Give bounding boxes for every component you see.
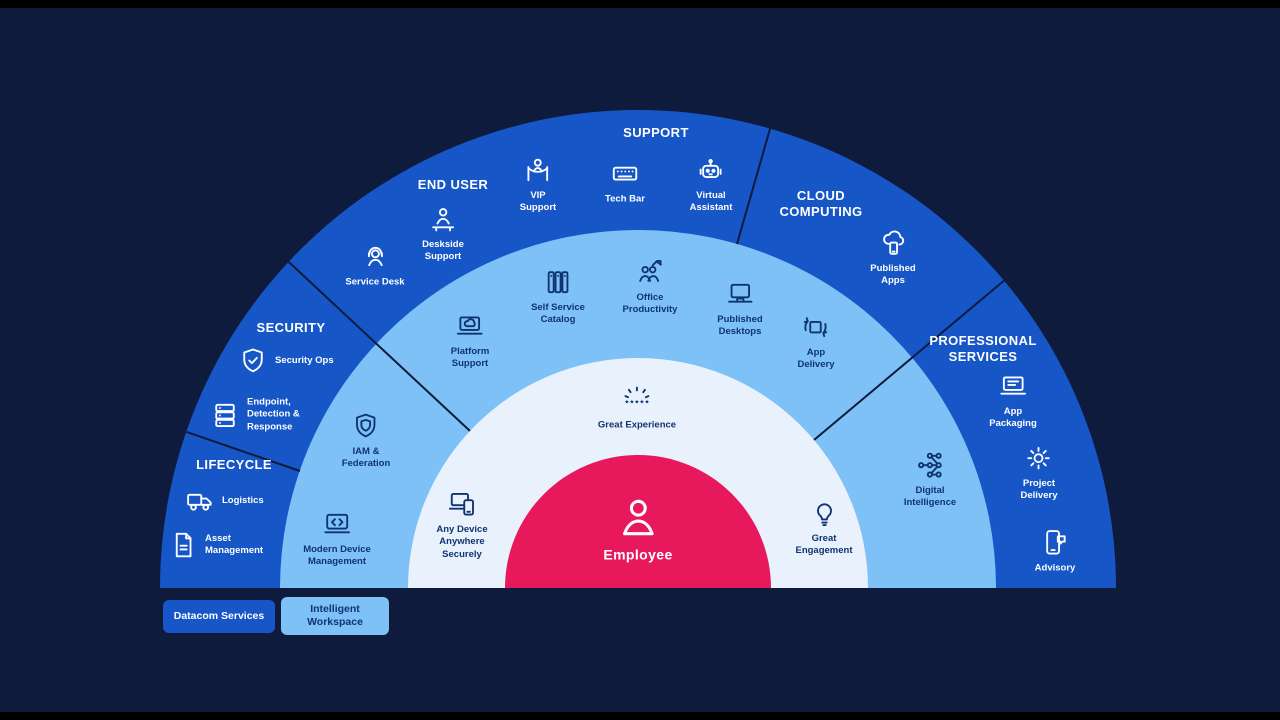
item-self-service-catalog: Self Service Catalog [531, 267, 585, 327]
item-label: Logistics [222, 494, 264, 506]
svg-text:★★★★★: ★★★★★ [624, 399, 649, 406]
item-virtual-assistant: Virtual Assistant [689, 155, 733, 215]
tech-bar-icon [610, 158, 640, 188]
people-chart-icon [635, 257, 665, 287]
shield-icon [351, 411, 381, 441]
doc-laptop-icon [998, 371, 1028, 401]
item-logistics: Logistics [185, 486, 264, 516]
section-title-professional-services: PROFESSIONAL SERVICES [929, 332, 1037, 364]
network-tree-icon [915, 450, 945, 480]
vip-support-icon [523, 155, 553, 185]
legend-button-datacom-services[interactable]: Datacom Services [163, 600, 275, 633]
item-label: Great Experience [597, 419, 677, 431]
employee-icon [615, 494, 661, 540]
bulb-icon [809, 498, 839, 528]
item-label: Virtual Assistant [689, 190, 733, 214]
shield-check-icon [238, 346, 268, 376]
virtual-assistant-icon [696, 155, 726, 185]
item-any-device-anywhere-securely: Any Device Anywhere Securely [436, 489, 488, 561]
item-label: App Delivery [797, 347, 835, 371]
item-label: Modern Device Management [303, 544, 371, 568]
item-digital-intelligence: Digital Intelligence [904, 450, 956, 510]
catalog-icon [543, 267, 573, 297]
item-label: Security Ops [275, 354, 334, 366]
item-deskside-support: Deskside Support [422, 204, 464, 264]
section-title-lifecycle: LIFECYCLE [196, 456, 272, 472]
box-arrows-icon [801, 312, 831, 342]
employee-label: Employee [603, 546, 673, 563]
item-label: Tech Bar [605, 193, 645, 205]
section-title-cloud-computing: CLOUD COMPUTING [779, 187, 863, 219]
section-title-security: SECURITY [256, 319, 326, 335]
item-label: Published Apps [870, 263, 916, 287]
service-desk-icon [360, 241, 390, 271]
item-label: Endpoint, Detection & Response [247, 396, 300, 433]
item-label: IAM & Federation [341, 446, 391, 470]
item-service-desk: Service Desk [345, 241, 405, 288]
laptop-icon [725, 279, 755, 309]
item-label: Deskside Support [422, 239, 464, 263]
server-stack-icon [210, 400, 240, 430]
published-apps-icon [878, 228, 908, 258]
item-platform-support: Platform Support [450, 311, 490, 371]
devices-icon [447, 489, 477, 519]
item-label: Advisory [1034, 562, 1076, 574]
item-label: App Packaging [989, 406, 1037, 430]
item-label: Any Device Anywhere Securely [436, 523, 488, 560]
item-label: Platform Support [450, 346, 490, 370]
item-label: Great Engagement [795, 533, 853, 557]
item-modern-device-management: Modern Device Management [303, 509, 371, 569]
item-published-desktops: Published Desktops [717, 279, 763, 339]
letterbox-top [0, 0, 1280, 8]
item-office-productivity: Office Productivity [622, 257, 678, 317]
item-great-engagement: Great Engagement [795, 498, 853, 558]
truck-icon [185, 486, 215, 516]
item-label: Project Delivery [1020, 478, 1058, 502]
item-tech-bar: Tech Bar [605, 158, 645, 205]
item-vip-support: VIP Support [520, 155, 556, 215]
item-asset-management: Asset Management [168, 530, 263, 560]
item-label: Asset Management [205, 532, 264, 556]
item-label: Published Desktops [717, 314, 763, 338]
phone-chat-icon [1040, 527, 1070, 557]
item-label: Office Productivity [622, 292, 678, 316]
stars-burst-icon: ★★★★★ [622, 384, 652, 414]
letterbox-bottom [0, 712, 1280, 720]
legend-button-intelligent-workspace[interactable]: Intelligent Workspace [281, 597, 389, 635]
gear-icon [1024, 443, 1054, 473]
item-advisory: Advisory [1034, 527, 1076, 574]
employee-center: Employee [603, 494, 672, 563]
laptop-code-icon [322, 509, 352, 539]
laptop-cloud-icon [455, 311, 485, 341]
item-published-apps: Published Apps [870, 228, 916, 288]
item-project-delivery: Project Delivery [1020, 443, 1058, 503]
doc-arrow-icon [168, 530, 198, 560]
item-security-ops: Security Ops [238, 346, 334, 376]
item-label: Self Service Catalog [531, 302, 585, 326]
item-endpoint-detection-response: Endpoint, Detection & Response [210, 396, 300, 433]
item-iam-federation: IAM & Federation [341, 411, 391, 471]
item-label: Service Desk [345, 276, 405, 288]
deskside-support-icon [428, 204, 458, 234]
item-label: VIP Support [519, 190, 557, 214]
item-label: Digital Intelligence [903, 485, 957, 509]
item-app-packaging: App Packaging [989, 371, 1037, 431]
section-title-end-user: END USER [417, 176, 489, 192]
item-great-experience: ★★★★★ Great Experience [598, 384, 676, 431]
section-title-support: SUPPORT [623, 124, 689, 140]
item-app-delivery: App Delivery [797, 312, 835, 372]
